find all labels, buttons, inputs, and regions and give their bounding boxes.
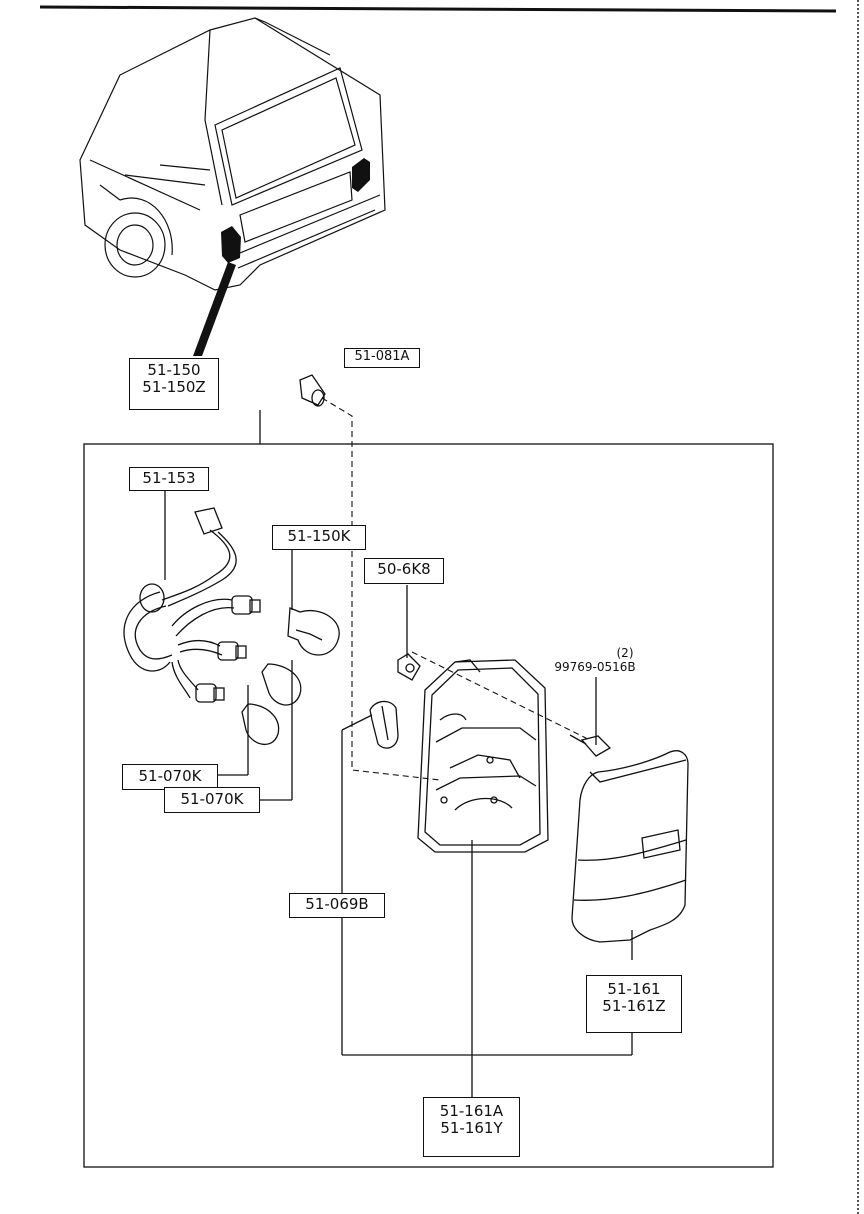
callout-pointer bbox=[193, 262, 236, 356]
lamp-housing bbox=[417, 659, 549, 853]
label-51-150k: 51-150K bbox=[272, 525, 366, 550]
assembly-frame bbox=[83, 443, 774, 1168]
label-51-161a: 51-161A bbox=[439, 1102, 504, 1120]
top-rule bbox=[39, 5, 837, 13]
label-51-161: 51-161 bbox=[607, 980, 661, 998]
right-tail-lamp-highlight bbox=[352, 158, 370, 192]
dashed-leaders bbox=[321, 397, 591, 781]
label-51-161z: 51-161Z bbox=[602, 997, 666, 1016]
lens bbox=[571, 750, 689, 943]
left-tail-lamp-highlight bbox=[221, 226, 241, 263]
bulbs bbox=[241, 607, 340, 745]
label-51-161-group: 51-161 51-161Z bbox=[586, 975, 682, 1033]
gasket bbox=[369, 700, 399, 749]
label-99769-0516b: 99769-0516B bbox=[554, 660, 636, 675]
label-99769-group: (2) 99769-0516B bbox=[545, 646, 645, 675]
grommet bbox=[299, 374, 326, 407]
label-51-161y: 51-161Y bbox=[440, 1119, 503, 1138]
label-51-153: 51-153 bbox=[129, 467, 209, 491]
label-51-070k-a: 51-070K bbox=[122, 764, 218, 790]
leader-lines bbox=[83, 410, 774, 1168]
label-51-081a: 51-081A bbox=[344, 348, 420, 368]
label-51-161a-group: 51-161A 51-161Y bbox=[423, 1097, 520, 1157]
nut bbox=[397, 653, 421, 681]
label-50-6k8: 50-6K8 bbox=[364, 558, 444, 584]
screw bbox=[569, 734, 612, 757]
label-99769-qty: (2) bbox=[616, 646, 634, 660]
label-51-150: 51-150 bbox=[147, 361, 201, 379]
label-51-150z: 51-150Z bbox=[142, 378, 206, 397]
wiring-harness bbox=[123, 507, 261, 703]
label-51-070k-b: 51-070K bbox=[164, 787, 260, 813]
label-51-069b: 51-069B bbox=[289, 893, 385, 918]
vehicle-illustration bbox=[79, 17, 386, 291]
label-51-150-group: 51-150 51-150Z bbox=[129, 358, 219, 410]
